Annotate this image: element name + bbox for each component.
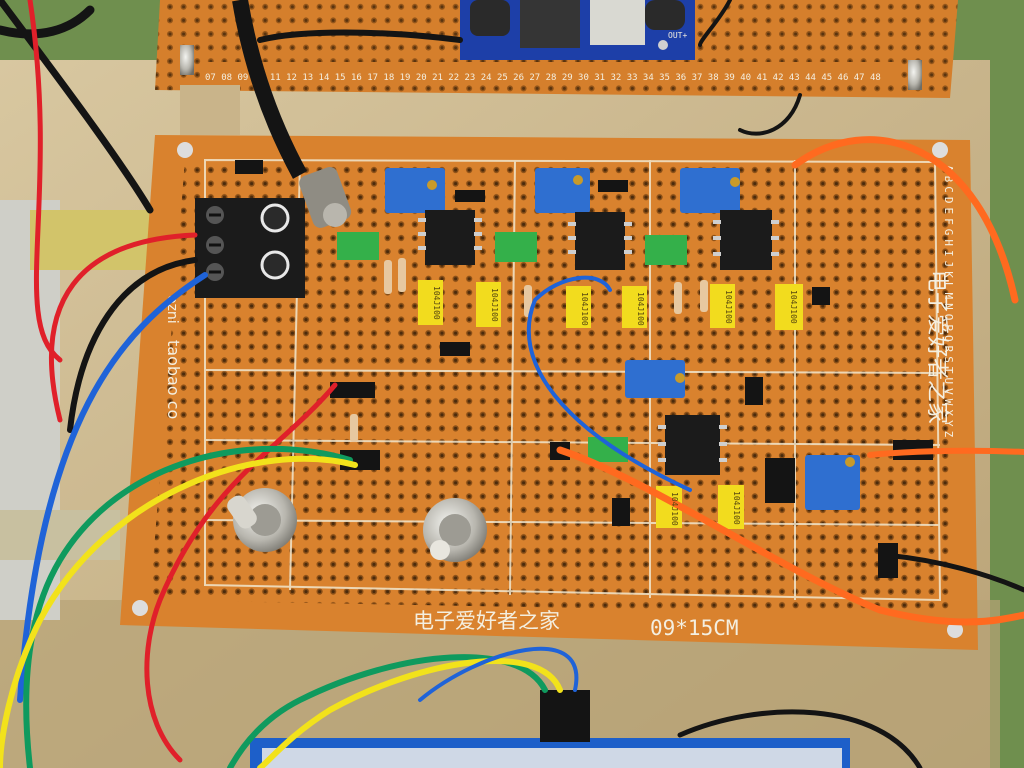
toggle-switch-icon	[227, 488, 487, 562]
top-column-number: 12	[286, 73, 297, 83]
top-column-number: 31	[594, 73, 605, 83]
electrolytic-cap-1	[260, 203, 290, 233]
top-column-number: 26	[513, 73, 524, 83]
top-column-number: 42	[773, 73, 784, 83]
capacitor-label: 104J100	[490, 288, 499, 322]
top-column-number: 37	[692, 73, 703, 83]
top-column-number: 32	[610, 73, 621, 83]
capacitor-label: 104J100	[636, 292, 645, 326]
top-column-number: 35	[659, 73, 670, 83]
capacitor-label: 104J100	[670, 492, 679, 526]
row-letters: ABCDEFGHIJKLMNOPQRSTUVWXYZ	[942, 165, 955, 441]
electrolytic-cap-2	[260, 250, 290, 280]
top-column-number: 08	[221, 73, 232, 83]
top-column-number: 24	[481, 73, 492, 83]
top-column-number: 29	[562, 73, 573, 83]
film-capacitors	[337, 232, 687, 462]
top-column-number: 11	[270, 73, 281, 83]
vertical-shop-text: taobao co	[164, 340, 183, 419]
top-column-number: 47	[854, 73, 865, 83]
trimmer-pot-icon	[385, 168, 860, 510]
top-column-number: 14	[319, 73, 330, 83]
top-column-number: 17	[367, 73, 378, 83]
capacitor-label: 104J100	[432, 286, 441, 320]
top-column-number: 36	[675, 73, 686, 83]
capacitor-label: 104J100	[724, 290, 733, 324]
top-column-number: 39	[724, 73, 735, 83]
top-column-number: 18	[383, 73, 394, 83]
yellow-capacitors	[418, 280, 803, 529]
header-pin-icon	[235, 160, 263, 174]
top-column-number: 19	[400, 73, 411, 83]
top-column-number: 23	[465, 73, 476, 83]
top-column-number: 16	[351, 73, 362, 83]
top-column-number: 48	[870, 73, 881, 83]
top-column-number: 20	[416, 73, 427, 83]
module-out-label: OUT+	[668, 31, 687, 40]
capacitor-label: 104J100	[732, 491, 741, 525]
top-column-number: 27	[529, 73, 540, 83]
top-column-number: 30	[578, 73, 589, 83]
top-column-number: 13	[302, 73, 313, 83]
top-column-number: 21	[432, 73, 443, 83]
top-column-number: 09	[237, 73, 248, 83]
top-column-number: 43	[789, 73, 800, 83]
ic-chip-icon	[425, 210, 772, 475]
capacitor-label: 104J100	[580, 292, 589, 326]
top-column-number: 33	[627, 73, 638, 83]
buck-converter-module: OUT+	[460, 0, 695, 60]
top-column-number: 22	[448, 73, 459, 83]
capacitor-label: 104J100	[789, 290, 798, 324]
top-column-number: 07	[205, 73, 216, 83]
board-side-text: 电子爱好者之家	[924, 270, 949, 424]
top-column-number: 40	[740, 73, 751, 83]
lcd-header-pins	[540, 690, 590, 742]
top-column-number: 38	[708, 73, 719, 83]
left-yellow-bracket	[30, 210, 150, 270]
left-lower-bracket	[0, 510, 120, 560]
top-column-number: 15	[335, 73, 346, 83]
shielded-cable	[232, 0, 308, 179]
board-size-text: 09*15CM	[650, 616, 739, 640]
top-column-number: 46	[838, 73, 849, 83]
top-column-number: 25	[497, 73, 508, 83]
top-column-number: 28	[546, 73, 557, 83]
top-column-number: 41	[756, 73, 767, 83]
main-board: 电子爱好者之家 09*15CM 电子爱好者之家 ABCDEFGHIJKLMNOP…	[120, 0, 978, 650]
top-column-number: 45	[821, 73, 832, 83]
top-column-number: 34	[643, 73, 654, 83]
board-brand-text: 电子爱好者之家	[413, 609, 560, 633]
top-column-number: 44	[805, 73, 816, 83]
